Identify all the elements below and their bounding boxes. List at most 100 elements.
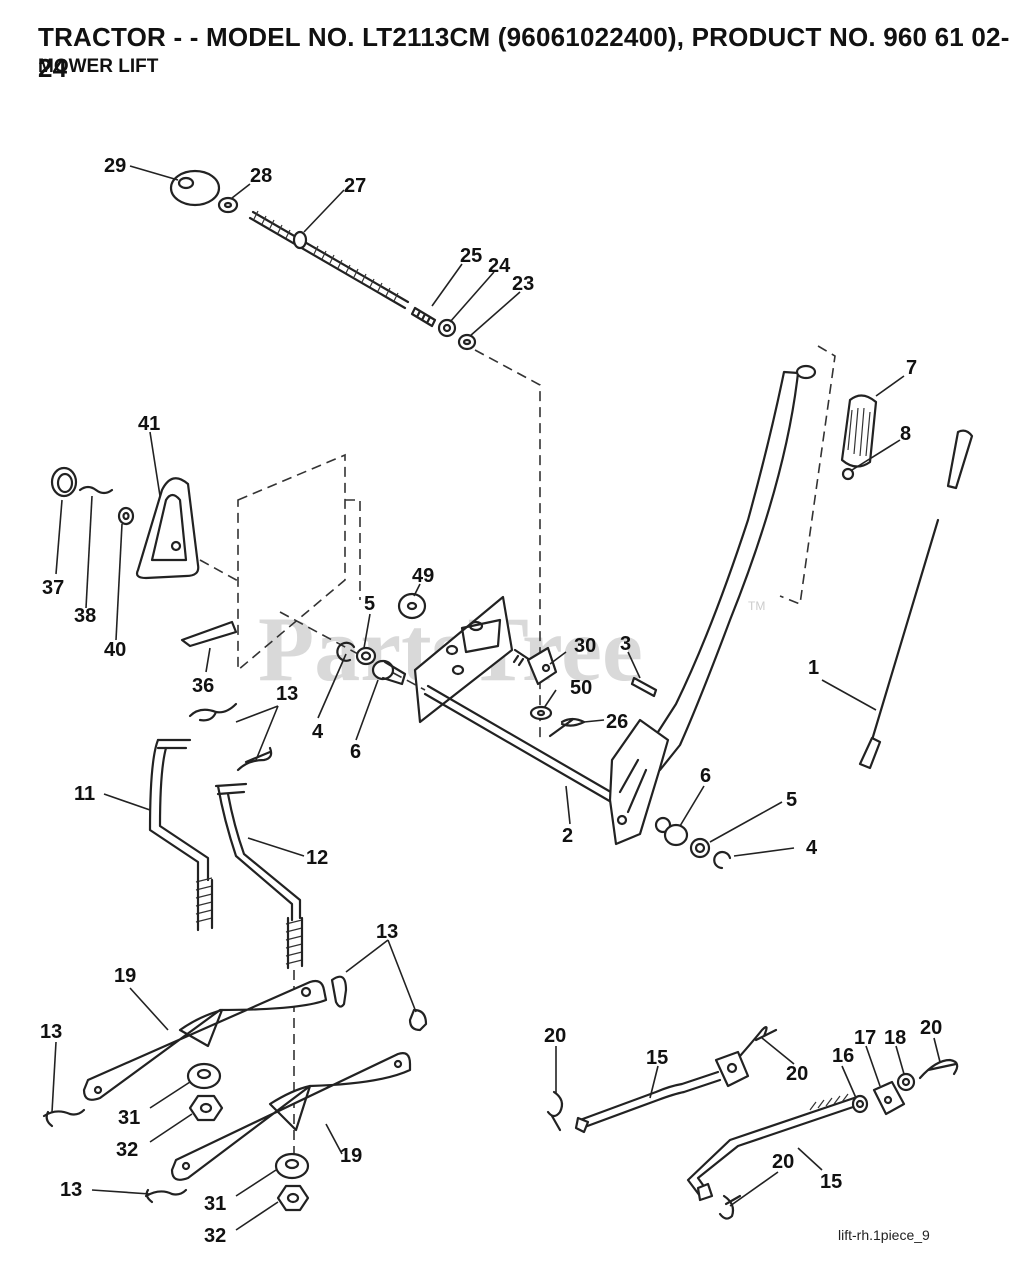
handle-extension-outline [779, 345, 836, 606]
washer-49 [397, 592, 427, 620]
alignment-line-bracket [199, 559, 241, 583]
callout-26: 26 [606, 711, 628, 733]
ferrule-8 [841, 467, 855, 481]
callout-32-upper: 32 [116, 1139, 138, 1161]
washer-28 [217, 196, 239, 214]
grip-7 [840, 394, 878, 468]
spring-clip-36 [180, 620, 238, 648]
callout-13-c: 13 [40, 1021, 62, 1043]
bushing-6-left [371, 659, 407, 686]
leader-lines [51, 165, 941, 1231]
hairpin-20-d [918, 1058, 959, 1080]
lift-arm-19-upper [82, 979, 328, 1101]
hairpin-13-d [408, 1008, 428, 1032]
alignment-line-rod [474, 349, 541, 740]
clip-4-right [713, 850, 732, 870]
callout-16: 16 [832, 1045, 854, 1067]
washer-24 [437, 318, 457, 338]
hairpin-13-e [42, 1108, 86, 1128]
clip-4-left [336, 641, 356, 662]
hairpin-20-c [718, 1194, 742, 1220]
spring-25 [410, 306, 437, 328]
callout-20-b: 20 [786, 1063, 808, 1085]
hairpin-13-a [188, 702, 238, 722]
spacer-31-upper [186, 1062, 222, 1090]
washer-40 [117, 506, 135, 526]
lift-arm-19-lower [170, 1052, 412, 1181]
callout-4-left: 4 [312, 721, 324, 743]
page-title: TRACTOR - - MODEL NO. LT2113CM (96061022… [38, 22, 1010, 83]
watermark-tm: TM [748, 599, 765, 613]
callout-6-right: 6 [700, 765, 711, 787]
nut-32-upper [188, 1094, 224, 1122]
callout-4-right: 4 [806, 837, 818, 859]
callout-5-right: 5 [786, 789, 797, 811]
callout-20-d: 20 [772, 1151, 794, 1173]
nut-32-lower [276, 1184, 310, 1212]
callout-1: 1 [808, 657, 819, 679]
lift-handle [608, 364, 817, 846]
pivot-30 [512, 646, 558, 686]
callout-13-b: 13 [376, 921, 398, 943]
link-11 [148, 738, 214, 932]
bushing-6-right [654, 816, 689, 847]
callout-38: 38 [74, 605, 96, 627]
callout-5-upper: 5 [364, 593, 375, 615]
hairpin-13-f [144, 1188, 188, 1204]
callout-37: 37 [42, 577, 64, 599]
rod-15-lower [686, 1093, 864, 1202]
callout-15-upper: 15 [646, 1047, 668, 1069]
lift-plate [413, 595, 514, 724]
callout-31-lower: 31 [204, 1193, 226, 1215]
callout-36: 36 [192, 675, 214, 697]
callout-28: 28 [250, 165, 272, 187]
callout-49: 49 [412, 565, 434, 587]
callout-11: 11 [74, 783, 95, 805]
callout-19-upper: 19 [114, 965, 136, 987]
spring-38 [78, 485, 114, 495]
washer-50 [529, 705, 553, 721]
nut-23 [457, 333, 477, 351]
hairpin-13-c [330, 975, 348, 1008]
callout-20-a: 20 [544, 1025, 566, 1047]
spacer-31-lower [274, 1152, 310, 1180]
callout-15-lower: 15 [820, 1171, 842, 1193]
pin-3 [630, 676, 658, 698]
callout-27: 27 [344, 175, 366, 197]
callout-13-d: 13 [60, 1179, 82, 1201]
washer-5-right [689, 837, 711, 859]
hairpin-13-b [236, 746, 273, 772]
callout-3: 3 [620, 633, 631, 655]
callout-20-c: 20 [920, 1017, 942, 1039]
hairpin-20-a [546, 1090, 564, 1132]
ring-37 [50, 466, 78, 498]
callout-32-lower: 32 [204, 1225, 226, 1247]
callout-labels: 29 28 27 25 24 23 7 8 41 37 38 40 49 5 3… [40, 155, 942, 1247]
callout-17: 17 [854, 1027, 876, 1049]
callout-7: 7 [906, 357, 917, 379]
footer-code: lift-rh.1piece_9 [838, 1227, 930, 1243]
nut-16 [851, 1094, 869, 1114]
hairpin-20-b [738, 1025, 778, 1058]
chassis-plate-outline [237, 453, 346, 672]
threaded-rod-27 [248, 210, 410, 310]
callout-24: 24 [488, 255, 511, 277]
rod-1 [858, 429, 974, 770]
callout-31-upper: 31 [118, 1107, 140, 1129]
link-12 [214, 782, 304, 970]
nut-18 [896, 1072, 916, 1092]
callout-19-lower: 19 [340, 1145, 362, 1167]
rod-15-upper [574, 1050, 750, 1134]
callout-6-left: 6 [350, 741, 361, 763]
callout-13-a: 13 [276, 683, 298, 705]
callout-25: 25 [460, 245, 482, 267]
callout-23: 23 [512, 273, 534, 295]
callout-41: 41 [138, 413, 160, 435]
callout-29: 29 [104, 155, 126, 177]
washer-5-left [355, 646, 377, 666]
lift-shaft-2 [279, 611, 630, 812]
callout-50: 50 [570, 677, 592, 699]
callout-30: 30 [574, 635, 596, 657]
callout-8: 8 [900, 423, 911, 445]
